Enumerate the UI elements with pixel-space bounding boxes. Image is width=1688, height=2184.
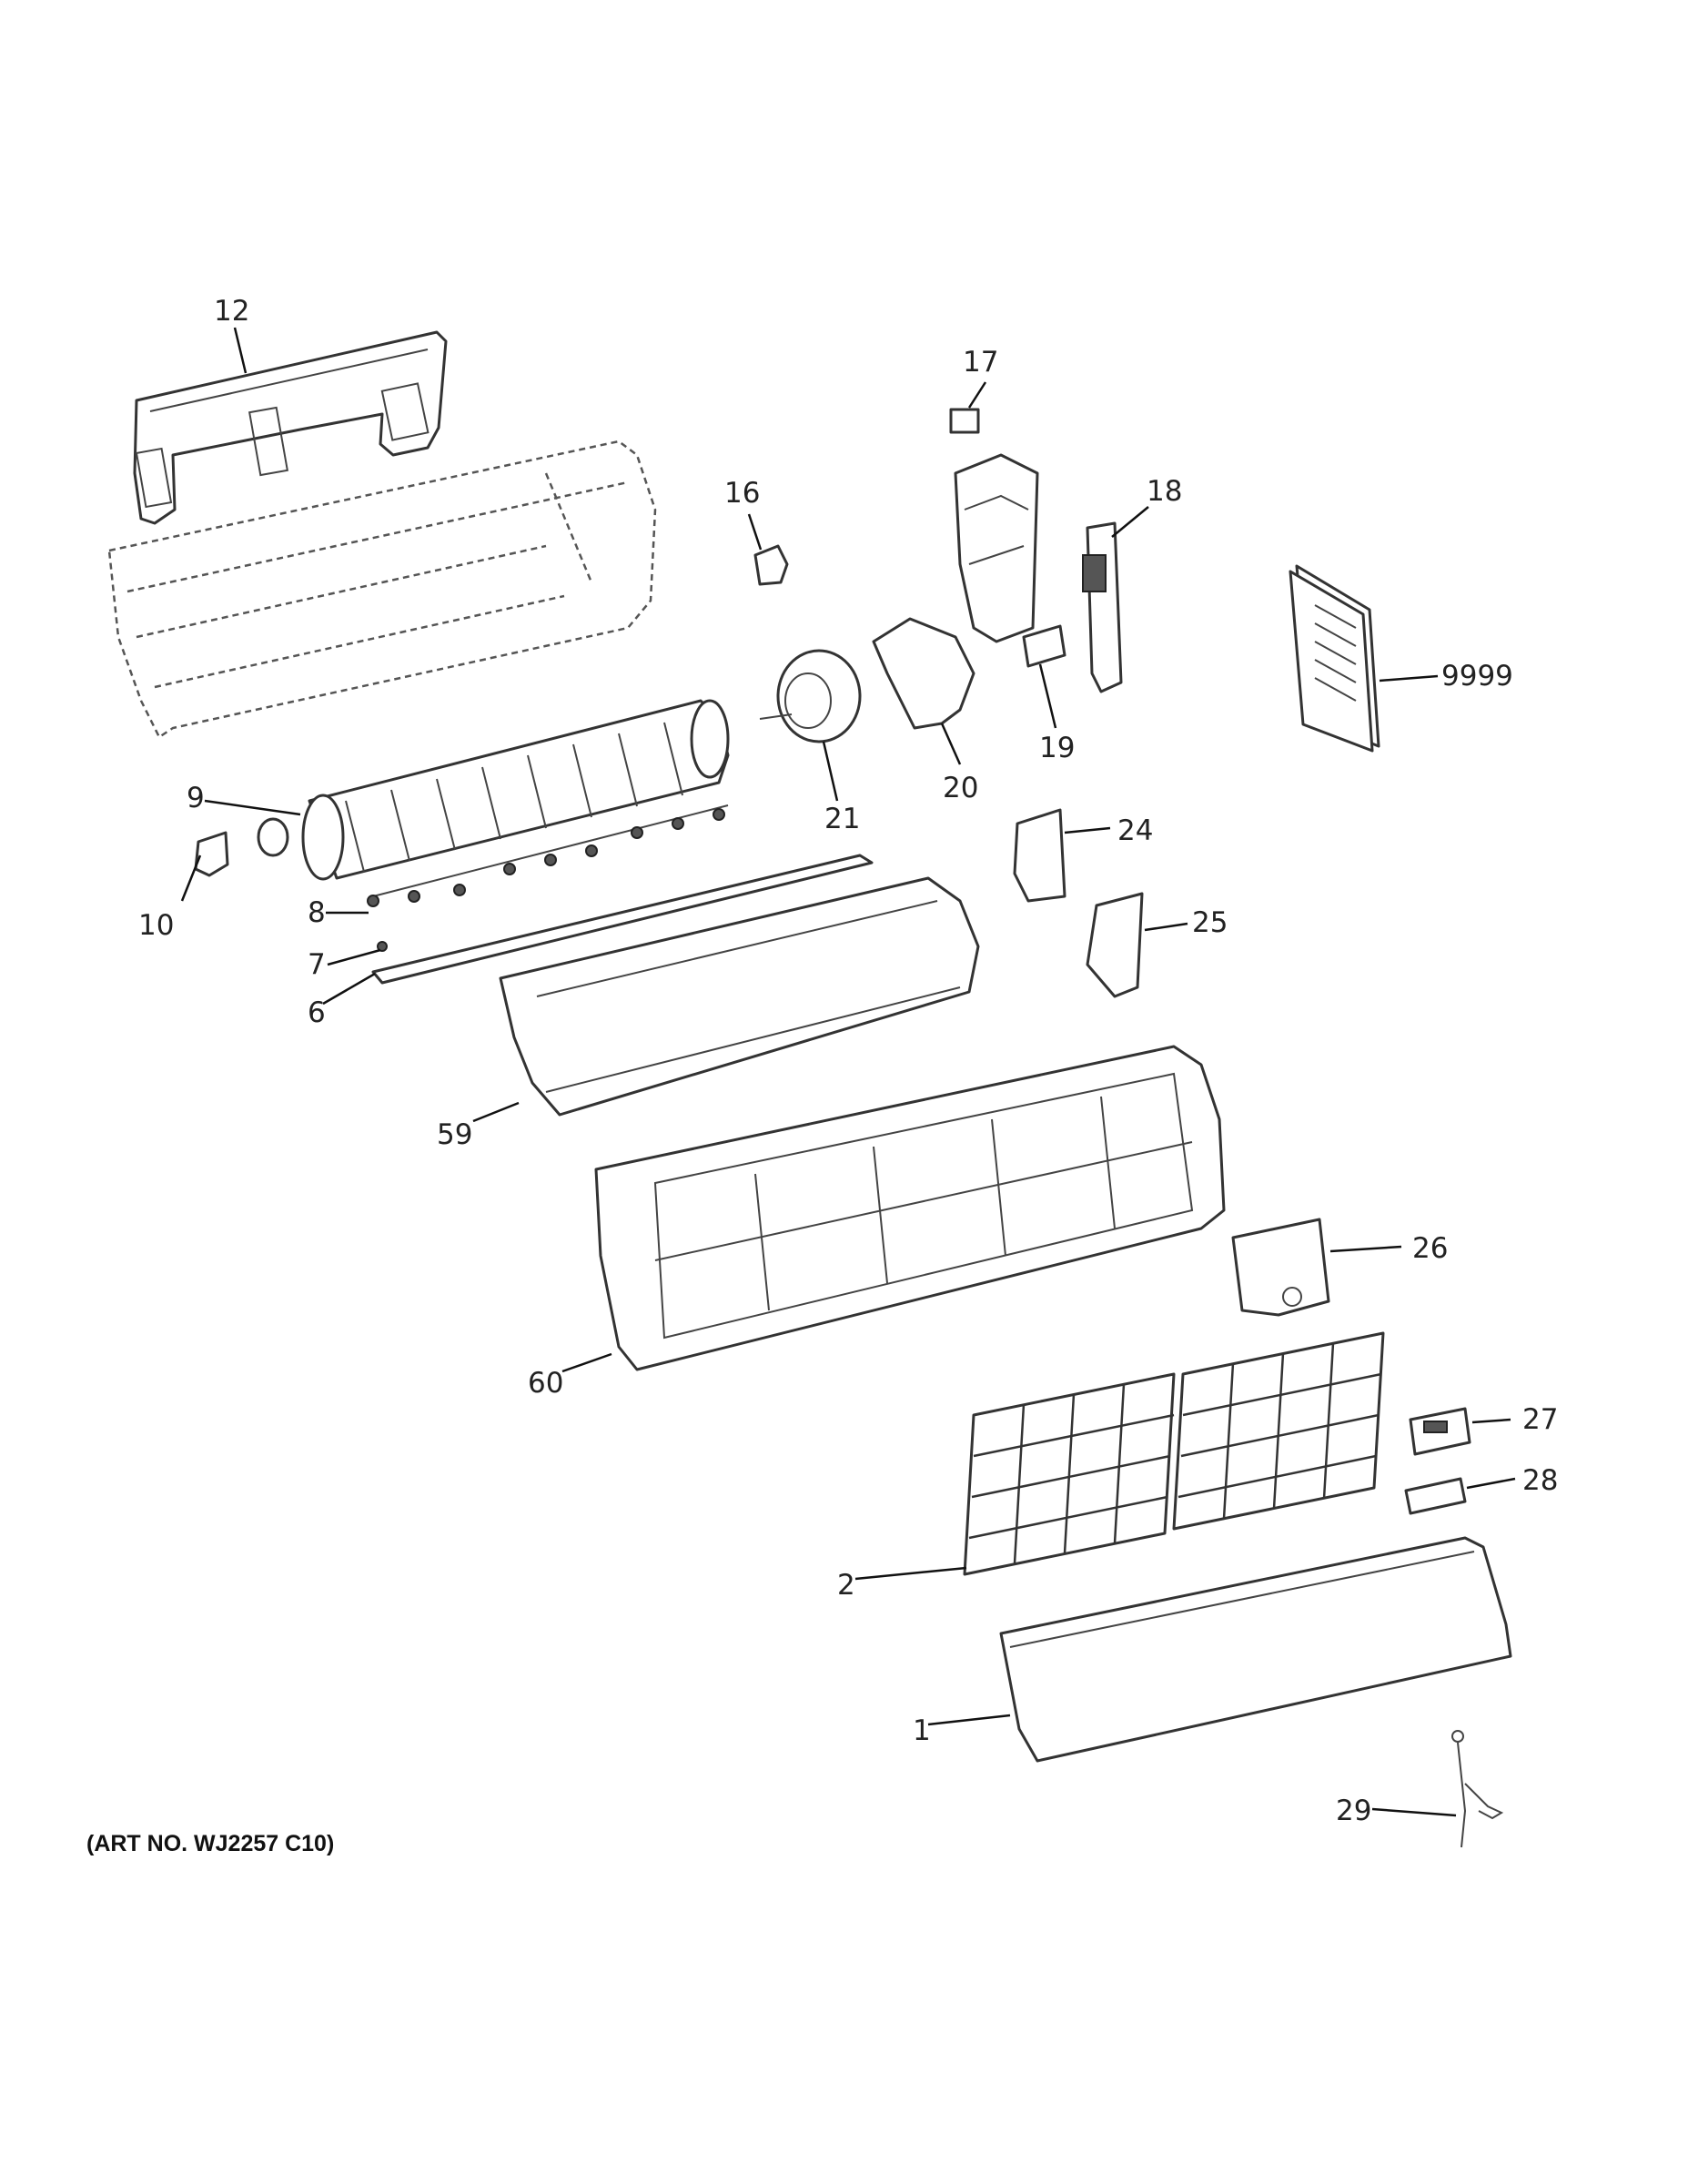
part-26-cover-plate[interactable] — [1231, 1218, 1330, 1317]
label-7: 7 — [308, 948, 326, 981]
part-19-terminal-block[interactable] — [1022, 624, 1066, 668]
part-21-fan-motor[interactable] — [759, 649, 862, 743]
label-1: 1 — [913, 1714, 931, 1747]
label-9999: 9999 — [1441, 660, 1513, 693]
part-2-air-filters[interactable] — [963, 1331, 1385, 1576]
label-17: 17 — [963, 346, 998, 379]
part-24-bracket[interactable] — [1013, 808, 1066, 903]
label-19: 19 — [1039, 732, 1075, 764]
part-27-display-board[interactable] — [1409, 1407, 1471, 1456]
label-12: 12 — [214, 295, 249, 328]
label-27: 27 — [1522, 1403, 1558, 1436]
label-29: 29 — [1336, 1795, 1371, 1827]
part-12-mounting-plate[interactable] — [133, 330, 448, 525]
part-59-evaporator[interactable] — [499, 876, 980, 1117]
rear-housing — [107, 440, 657, 739]
label-28: 28 — [1522, 1464, 1558, 1497]
label-26: 26 — [1412, 1232, 1448, 1265]
label-9: 9 — [187, 782, 205, 814]
part-10-bearing-holder[interactable] — [194, 817, 289, 877]
part-8-vane-cranks[interactable] — [367, 804, 729, 907]
part-29-temperature-sensor[interactable] — [1451, 1730, 1504, 1848]
part-labels: 12 17 16 18 9999 19 20 21 9 24 10 8 25 7… — [86, 295, 1558, 1856]
label-10: 10 — [138, 909, 174, 942]
label-6: 6 — [308, 996, 326, 1029]
part-16-coupling[interactable] — [753, 544, 789, 586]
part-17-cover[interactable] — [949, 408, 980, 434]
label-59: 59 — [437, 1118, 472, 1151]
label-24: 24 — [1117, 814, 1153, 847]
part-20-motor-mount[interactable] — [872, 617, 975, 730]
part-7-clip[interactable] — [377, 941, 388, 952]
part-9-blower-wheel[interactable] — [301, 699, 730, 881]
label-8: 8 — [308, 896, 326, 929]
part-25-bracket[interactable] — [1086, 892, 1144, 998]
label-20: 20 — [943, 772, 978, 804]
part-1-front-grille[interactable] — [999, 1536, 1512, 1763]
part-18-control-board[interactable] — [1082, 521, 1123, 693]
label-18: 18 — [1147, 475, 1182, 508]
label-25: 25 — [1192, 906, 1228, 939]
label-16: 16 — [724, 477, 760, 510]
part-28-receiver[interactable] — [1404, 1477, 1467, 1515]
art-number: (ART NO. WJ2257 C10) — [86, 1831, 334, 1856]
part-9999-manual[interactable] — [1289, 564, 1380, 753]
label-2: 2 — [837, 1569, 855, 1602]
label-21: 21 — [824, 803, 860, 835]
leader-lines — [180, 327, 1516, 1817]
electrical-box — [954, 453, 1039, 643]
part-6-horizontal-vane[interactable] — [371, 854, 874, 985]
label-60: 60 — [528, 1367, 563, 1400]
part-60-front-panel[interactable] — [594, 1045, 1226, 1371]
